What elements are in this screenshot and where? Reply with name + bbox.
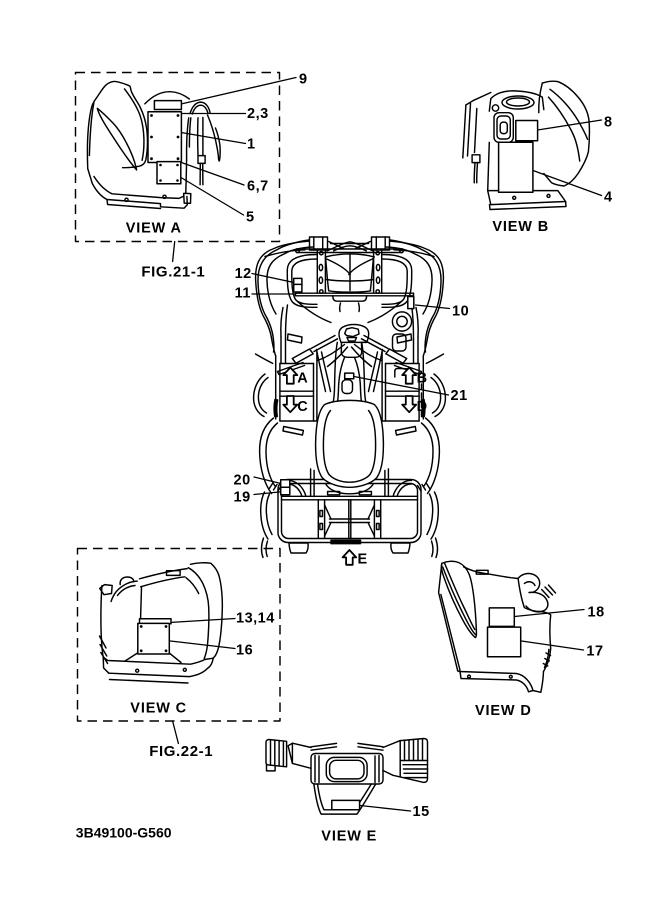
svg-text:VIEW D: VIEW D bbox=[475, 703, 532, 719]
svg-text:E: E bbox=[358, 552, 368, 568]
svg-text:21: 21 bbox=[451, 388, 468, 404]
svg-text:2,3: 2,3 bbox=[247, 106, 269, 122]
svg-text:13,14: 13,14 bbox=[236, 611, 275, 627]
svg-text:1: 1 bbox=[247, 137, 256, 153]
svg-text:20: 20 bbox=[234, 473, 251, 489]
svg-text:D: D bbox=[417, 399, 427, 415]
svg-text:5: 5 bbox=[246, 209, 255, 225]
svg-text:VIEW C: VIEW C bbox=[130, 701, 187, 717]
svg-text:10: 10 bbox=[452, 304, 469, 320]
svg-text:9: 9 bbox=[299, 72, 308, 88]
svg-text:19: 19 bbox=[234, 490, 251, 506]
svg-text:VIEW A: VIEW A bbox=[126, 221, 182, 237]
svg-text:B: B bbox=[417, 371, 427, 387]
svg-text:4: 4 bbox=[604, 190, 613, 206]
svg-text:3B49100-G560: 3B49100-G560 bbox=[76, 825, 172, 841]
svg-text:VIEW B: VIEW B bbox=[492, 219, 549, 235]
svg-text:FIG.22-1: FIG.22-1 bbox=[149, 743, 213, 760]
svg-text:18: 18 bbox=[588, 605, 605, 621]
svg-text:17: 17 bbox=[586, 644, 603, 660]
svg-text:VIEW E: VIEW E bbox=[321, 829, 377, 845]
svg-text:FIG.21-1: FIG.21-1 bbox=[141, 264, 205, 281]
svg-text:6,7: 6,7 bbox=[247, 179, 269, 195]
svg-text:8: 8 bbox=[604, 115, 613, 131]
svg-text:A: A bbox=[297, 371, 308, 387]
svg-text:16: 16 bbox=[236, 643, 253, 659]
svg-text:12: 12 bbox=[235, 266, 252, 282]
svg-text:15: 15 bbox=[413, 804, 430, 820]
svg-text:11: 11 bbox=[235, 286, 251, 302]
svg-text:C: C bbox=[297, 399, 308, 415]
